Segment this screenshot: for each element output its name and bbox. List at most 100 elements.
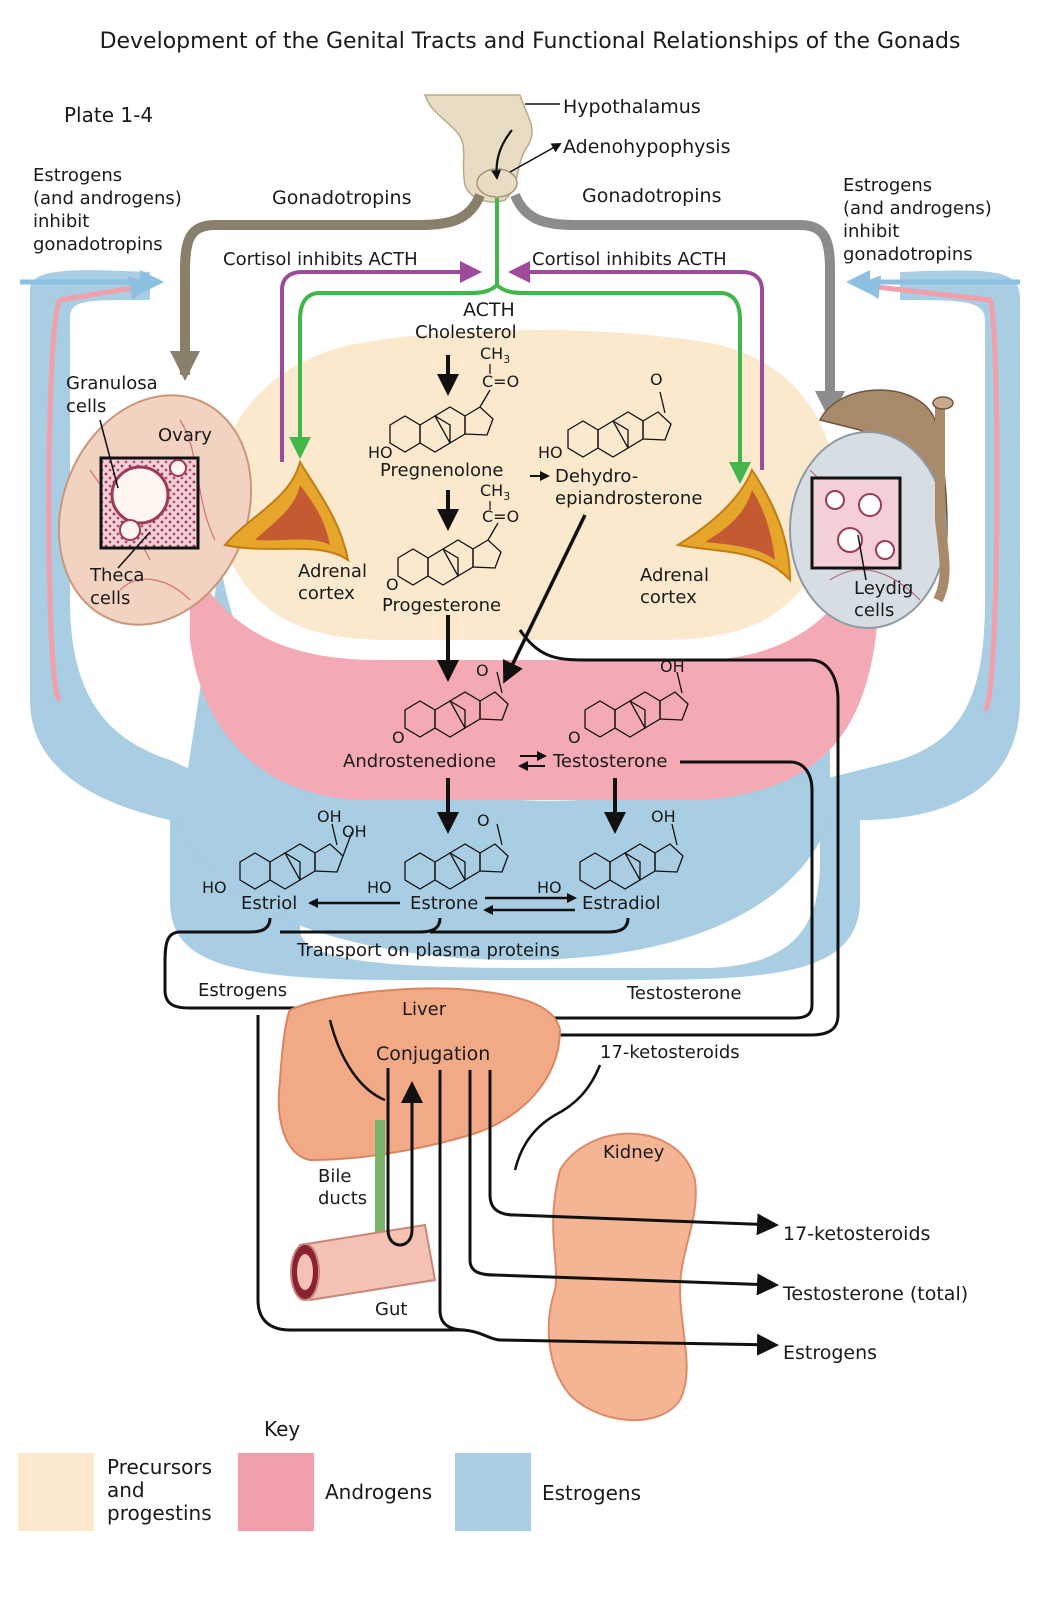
kidney-label: Kidney	[603, 1142, 665, 1163]
key-label-androgens: Androgens	[325, 1480, 432, 1504]
svg-text:CH3: CH3	[480, 344, 510, 366]
inhibit-label-left: Estrogens (and androgens) inhibit gonado…	[33, 165, 182, 255]
svg-text:gonadotropins: gonadotropins	[843, 244, 973, 265]
transport-bracket-right	[430, 917, 630, 934]
out-estrogens-label: Estrogens	[783, 1342, 877, 1364]
dhea-ketone-o: O	[650, 370, 663, 389]
svg-text:gonadotropins: gonadotropins	[33, 234, 163, 255]
svg-text:cortex: cortex	[640, 587, 697, 608]
cortisol-label-right: Cortisol inhibits ACTH	[532, 249, 727, 270]
steroid-ring-pregnenolone	[389, 389, 494, 453]
steroid-ring-testosterone	[584, 671, 689, 738]
svg-text:Adrenal: Adrenal	[640, 565, 709, 586]
key-swatch-precursors	[18, 1453, 94, 1531]
svg-text:cells: cells	[66, 396, 106, 417]
estriol-oh-a: OH	[317, 807, 342, 826]
svg-text:Dehydro-: Dehydro-	[555, 466, 638, 487]
inhibit-label-right: Estrogens (and androgens) inhibit gonado…	[843, 175, 992, 265]
pregnenolone-label: Pregnenolone	[380, 460, 503, 481]
gonadotropins-label-left: Gonadotropins	[272, 187, 411, 209]
steroid-ring-dhea	[567, 391, 672, 458]
progesterone-label: Progesterone	[382, 595, 501, 616]
granulosa-label: Granulosa cells	[66, 373, 158, 417]
transport-label: Transport on plasma proteins	[296, 940, 560, 961]
adrenal-right-illustration	[675, 467, 792, 583]
estrone-estradiol-equilibrium	[483, 893, 577, 915]
conjugated-estrogen-line	[328, 1019, 386, 1102]
estrogens-flow-label: Estrogens	[198, 980, 287, 1001]
left-feedback-loop	[46, 276, 154, 703]
svg-text:(and androgens): (and androgens)	[33, 188, 182, 209]
steroid-ring-estrone	[404, 823, 509, 890]
testosterone-flow-label: Testosterone	[626, 983, 741, 1004]
ketosteroid-bypass-line	[513, 1064, 602, 1171]
estrone-ho: HO	[367, 878, 392, 897]
steroid-ring-progesterone	[397, 522, 502, 586]
plate-label: Plate 1-4	[64, 103, 153, 127]
key-label-estrogens: Estrogens	[542, 1481, 641, 1505]
conjugation-label: Conjugation	[376, 1043, 490, 1065]
androgen-zone	[190, 560, 880, 800]
testosterone-label: Testosterone	[552, 751, 667, 772]
steroid-ring-androstenedione	[404, 671, 509, 738]
cholesterol-label: Cholesterol	[415, 322, 517, 343]
estriol-ho: HO	[202, 878, 227, 897]
estrone-ketone-o: O	[477, 811, 490, 830]
svg-text:and: and	[107, 1478, 145, 1502]
acth-arrow-right	[495, 283, 751, 484]
svg-text:Bile: Bile	[318, 1166, 351, 1187]
key-heading: Key	[264, 1417, 300, 1441]
enterohepatic-loop	[386, 1068, 423, 1247]
equilibrium-arrows	[518, 751, 547, 771]
cortisol-label-left: Cortisol inhibits ACTH	[223, 249, 418, 270]
pregnenolone-ch3-group: CH3 C=O	[480, 344, 519, 391]
key-label-precursors: Precursors and progestins	[107, 1455, 212, 1525]
svg-text:cells: cells	[854, 600, 894, 621]
ketosteroids-excretion-line	[488, 1070, 779, 1236]
progesterone-ch3-group: CH3 C=O	[480, 481, 519, 526]
svg-text:(and androgens): (and androgens)	[843, 198, 992, 219]
androstenedione-ketone-o: O	[476, 661, 489, 680]
svg-text:epiandrosterone: epiandrosterone	[555, 488, 702, 509]
out-ketosteroids-label: 17-ketosteroids	[783, 1223, 930, 1245]
testosterone-excretion-line	[468, 1070, 779, 1296]
estradiol-oh: OH	[651, 807, 676, 826]
acth-label: ACTH	[463, 299, 515, 321]
svg-text:Estrogens: Estrogens	[33, 165, 122, 186]
dhea-label: Dehydro- epiandrosterone	[555, 466, 702, 509]
testis-illustration	[789, 389, 954, 629]
adrenal-left-label: Adrenal cortex	[298, 561, 367, 604]
ovary-label: Ovary	[158, 425, 212, 446]
svg-text:Theca: Theca	[89, 565, 144, 586]
right-feedback-loop	[856, 275, 1000, 713]
svg-text:Adrenal: Adrenal	[298, 561, 367, 582]
adrenal-right-label: Adrenal cortex	[640, 565, 709, 608]
estrone-label: Estrone	[410, 893, 478, 914]
svg-text:cortex: cortex	[298, 583, 355, 604]
estriol-label: Estriol	[241, 893, 297, 914]
estradiol-label: Estradiol	[582, 893, 661, 914]
gonadotropins-label-right: Gonadotropins	[582, 185, 721, 207]
svg-text:inhibit: inhibit	[843, 221, 899, 242]
estriol-oh-b: OH	[342, 822, 367, 841]
leydig-label: Leydig cells	[854, 578, 913, 621]
testosterone-o: O	[568, 728, 581, 747]
gut-label: Gut	[375, 1299, 407, 1320]
steroid-ring-estriol	[239, 823, 353, 890]
ketosteroids-flow-label: 17-ketosteroids	[600, 1042, 740, 1063]
svg-text:Precursors: Precursors	[107, 1455, 212, 1479]
svg-text:C=O: C=O	[482, 507, 519, 526]
precursor-zone	[216, 330, 836, 640]
svg-text:inhibit: inhibit	[33, 211, 89, 232]
svg-text:C=O: C=O	[482, 372, 519, 391]
svg-text:CH3: CH3	[480, 481, 510, 503]
theca-label: Theca cells	[89, 565, 144, 609]
svg-text:progestins: progestins	[107, 1501, 212, 1525]
out-testosterone-label: Testosterone (total)	[782, 1283, 968, 1305]
pituitary-illustration	[423, 94, 533, 203]
hypothalamus-label: Hypothalamus	[563, 96, 701, 118]
diagram-title: Development of the Genital Tracts and Fu…	[100, 29, 961, 54]
transport-bracket-mid	[280, 917, 442, 934]
